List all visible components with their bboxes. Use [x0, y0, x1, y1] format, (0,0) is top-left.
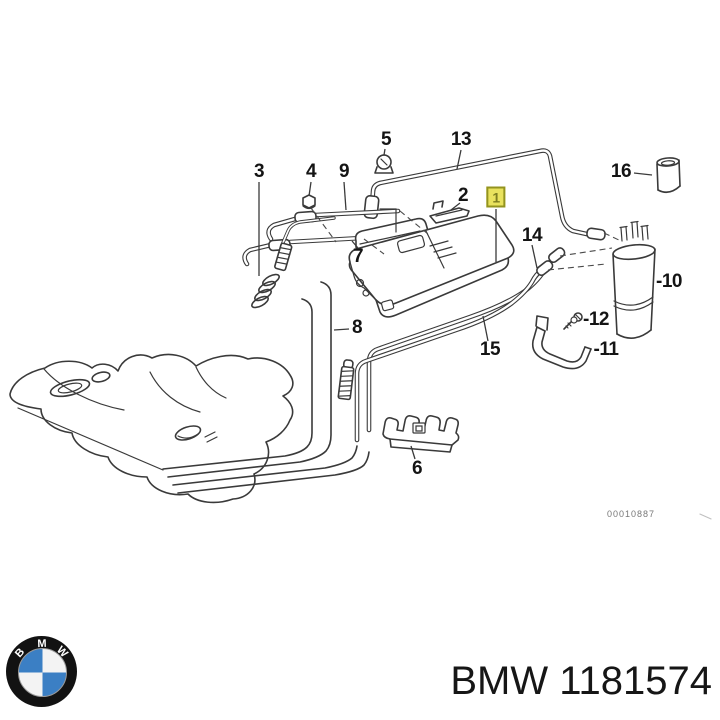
bracket-part-11 — [533, 316, 591, 369]
screw-part-12 — [564, 313, 582, 329]
pipe-7 — [245, 238, 362, 264]
part-number-text: BMW 1181574 — [450, 659, 712, 703]
spring-coil — [250, 272, 281, 310]
nut-part-4 — [303, 195, 315, 209]
sleeve-part-16 — [657, 157, 680, 192]
bolt-part-3 — [250, 216, 336, 310]
pipe-15 — [357, 259, 554, 440]
fuel-lines-band — [163, 282, 369, 493]
canister-assembly — [349, 209, 514, 317]
pipe-14 — [369, 246, 566, 430]
fuel-tank — [10, 355, 293, 503]
leader-lines — [259, 149, 652, 459]
clamp-part-5 — [375, 155, 393, 173]
drawing-code: 00010887 — [607, 509, 656, 519]
logo-quadrants — [18, 648, 67, 697]
fuel-filter-part-10 — [612, 222, 655, 339]
threaded-stud — [338, 359, 355, 399]
bmw-logo: B M W — [6, 636, 77, 707]
wedge-part-2 — [430, 201, 469, 223]
clip-part-6 — [383, 416, 459, 452]
alignment-lines — [311, 208, 621, 270]
